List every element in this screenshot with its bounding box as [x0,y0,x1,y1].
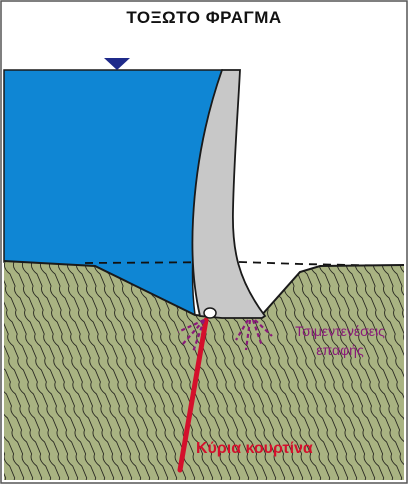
hatch-line [278,261,386,480]
contact-grouting-left [177,319,206,353]
hatch-line [4,261,107,480]
hatch-line [107,261,215,480]
hatch-line [80,261,188,480]
hatch-line [377,261,404,480]
hatch-line [71,261,179,480]
hatch-line [62,261,170,480]
hatch-line [323,261,404,480]
hatch-line [350,261,404,480]
dam-body [191,69,267,319]
hatch-line [17,261,125,480]
hatch-line [296,261,404,480]
contact-grouting-right [235,319,273,351]
hatch-line [341,261,404,480]
contact-grouting-label-line2: επαφής [316,342,364,358]
hatch-line [368,261,404,480]
hatch-line [359,261,404,480]
hatch-line [287,261,395,480]
grout-curtain-label: Κύρια κουρτίνα [196,440,313,457]
hatch-line [4,261,62,480]
hatch-line [4,261,26,480]
grout-curtain-line [177,317,209,473]
hatch-line [4,261,44,480]
hatch-line [8,261,116,480]
hatch-line [305,261,404,480]
hatch-line [35,261,143,480]
hatch-line [125,261,233,480]
hatch-line [98,261,206,480]
diagram-title: ΤΟΞΩΤΟ ΦΡΑΓΜΑ [126,8,282,27]
hatch-line [4,261,89,480]
hatch-line [386,261,404,480]
hatch-line [4,261,80,480]
contact-grouting-label: Τσιμεντενέσεις επαφής [276,322,404,360]
hatch-line [314,261,404,480]
hatch-line [4,261,71,480]
contact-grouting-label-line1: Τσιμεντενέσεις [295,323,385,339]
hatch-line [4,261,98,480]
hatch-line [89,261,197,480]
hatch-line [4,261,53,480]
hatch-line [116,261,224,480]
drainage-gallery [203,307,217,319]
hatch-line [53,261,161,480]
inverted-triangle-icon [104,58,130,70]
hatch-line [4,261,35,480]
hatch-line [44,261,152,480]
hatch-line [269,261,377,480]
hatch-line [26,261,134,480]
hatch-line [332,261,404,480]
